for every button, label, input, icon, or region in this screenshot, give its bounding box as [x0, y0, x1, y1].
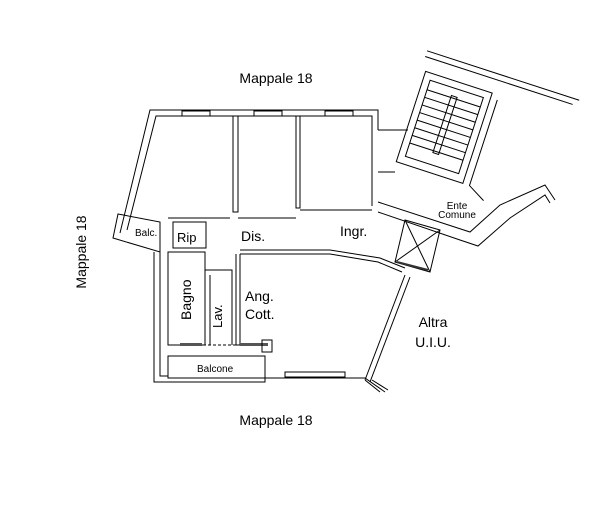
label-uiu: U.I.U.	[415, 334, 451, 350]
staircase	[395, 50, 580, 201]
room-balcone: Balcone	[197, 364, 234, 375]
label-mappale-bottom: Mappale 18	[239, 412, 312, 428]
room-dis: Dis.	[241, 228, 265, 244]
label-mappale-left: Mappale 18	[73, 215, 89, 288]
room-ingr: Ingr.	[340, 223, 367, 239]
room-cott: Cott.	[245, 306, 275, 322]
label-mappale-top: Mappale 18	[239, 70, 312, 86]
label-altra: Altra	[419, 314, 448, 330]
room-balc: Balc.	[135, 228, 157, 239]
room-ang: Ang.	[245, 288, 274, 304]
room-bagno: Bagno	[178, 279, 194, 320]
room-lav: Lav.	[210, 304, 225, 328]
walls	[112, 109, 556, 393]
label-comune: Comune	[438, 210, 476, 221]
label-ente: Ente	[447, 201, 468, 212]
room-rip: Rip	[177, 230, 197, 245]
